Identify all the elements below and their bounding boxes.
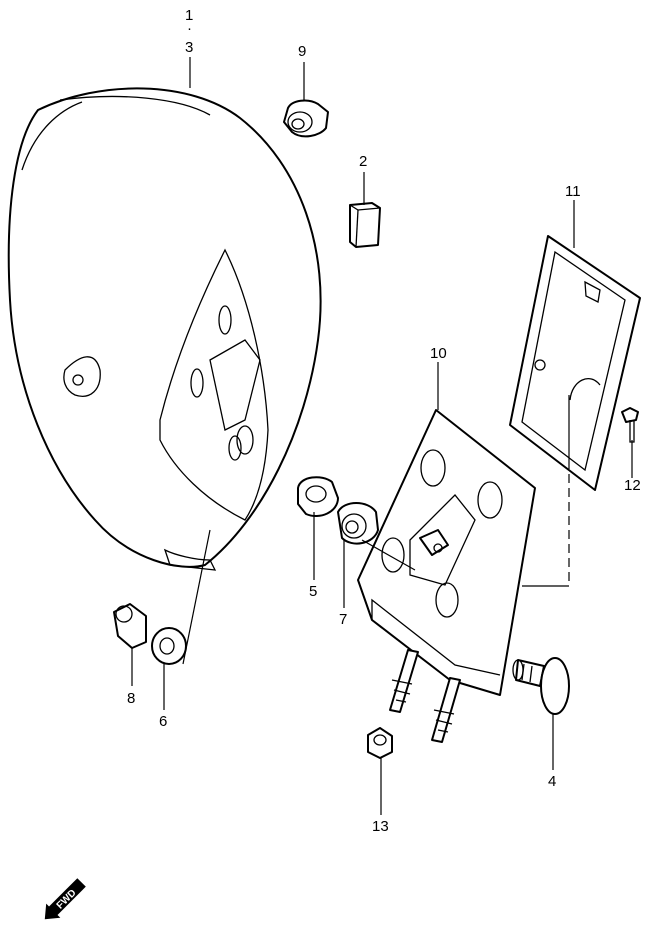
washer-part-5 [297, 476, 339, 517]
callout-3: 3 [185, 39, 193, 56]
fwd-arrow-icon [44, 878, 86, 920]
callout-2: 2 [359, 153, 367, 170]
callout-12: 12 [624, 477, 641, 494]
washer-part-6 [151, 627, 187, 665]
callout-8: 8 [127, 690, 135, 707]
fwd-marker: FWD [44, 878, 86, 920]
callout-labels: 1 · 3 9 2 11 10 12 5 7 8 6 4 13 [127, 7, 641, 835]
pad-part-2 [349, 202, 381, 248]
nut-part-13 [367, 727, 393, 759]
leader-lines [131, 57, 633, 815]
callout-13: 13 [372, 818, 389, 835]
screw-part-12 [621, 407, 639, 443]
cover-plate-part-11 [509, 235, 641, 491]
bracket-studs [389, 649, 461, 743]
callout-11: 11 [565, 183, 581, 200]
grommet-part-7 [337, 502, 379, 545]
callout-1: 1 [185, 7, 193, 24]
callout-9: 9 [298, 43, 306, 60]
callout-7: 7 [339, 611, 347, 628]
headlamp-housing [7, 87, 322, 571]
bolt-part-4 [512, 657, 570, 715]
nut-part-8 [113, 603, 147, 649]
callout-4: 4 [548, 773, 556, 790]
callout-6: 6 [159, 713, 167, 730]
callout-10: 10 [430, 345, 447, 362]
grommet-part-9 [283, 99, 329, 138]
callout-5: 5 [309, 583, 317, 600]
callout-separator: · [187, 20, 192, 37]
